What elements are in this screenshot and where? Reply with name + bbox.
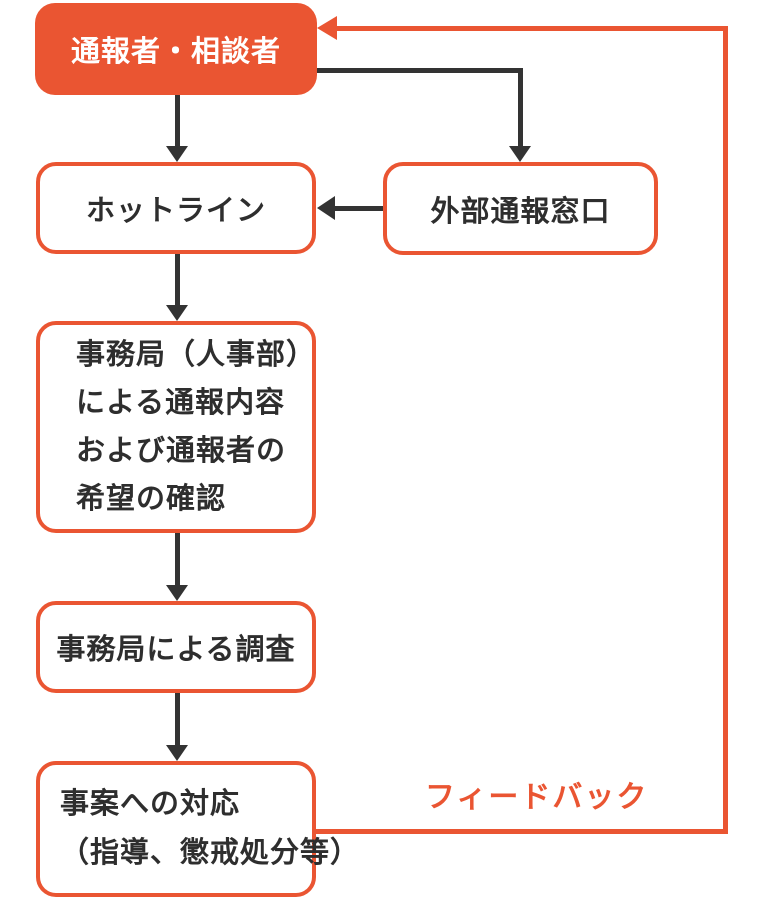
- arrow-secretariat-to-investigation-shaft: [175, 533, 180, 585]
- arrow-external-to-hotline-shaft: [334, 206, 383, 211]
- arrow-reporter-to-external-hshaft: [317, 68, 523, 73]
- arrow-reporter-to-external-head-icon: [509, 146, 531, 162]
- arrow-reporter-to-hotline-head-icon: [166, 146, 188, 162]
- node-secretariat-check-line1: 事務局（人事部）: [76, 339, 317, 371]
- node-investigation-label: 事務局による調査: [56, 634, 296, 666]
- node-secretariat-check: 事務局（人事部） による通報内容 および通報者の 希望の確認: [36, 321, 316, 533]
- node-external-contact-label: 外部通報窓口: [430, 195, 611, 228]
- feedback-loop-right-shaft: [723, 26, 728, 834]
- feedback-loop-top-shaft: [335, 26, 728, 31]
- feedback-loop-bottom-shaft: [313, 829, 728, 834]
- feedback-loop-head-icon: [317, 16, 337, 40]
- node-hotline: ホットライン: [36, 162, 316, 254]
- node-case-response: 事案への対応 （指導、懲戒処分等）: [36, 761, 359, 897]
- arrow-investigation-to-response-head-icon: [166, 745, 188, 761]
- feedback-label: フィードバック: [425, 781, 649, 814]
- arrow-secretariat-to-investigation-head-icon: [166, 585, 188, 601]
- node-investigation: 事務局による調査: [36, 601, 316, 693]
- arrow-investigation-to-response-shaft: [175, 693, 180, 745]
- node-case-response-line2: （指導、懲戒処分等）: [60, 837, 361, 869]
- node-reporter-label: 通報者・相談者: [70, 36, 281, 68]
- node-external-contact: 外部通報窓口: [383, 162, 658, 255]
- node-reporter: 通報者・相談者: [35, 3, 317, 95]
- arrow-reporter-to-external-vshaft: [518, 68, 523, 146]
- node-case-response-line1: 事案への対応: [60, 788, 241, 820]
- node-secretariat-check-line4: 希望の確認: [76, 483, 227, 515]
- node-secretariat-check-line3: および通報者の: [76, 435, 287, 467]
- arrow-external-to-hotline-head-icon: [317, 196, 335, 220]
- arrow-hotline-to-secretariat-head-icon: [166, 305, 188, 321]
- node-hotline-label: ホットライン: [85, 195, 266, 227]
- arrow-reporter-to-hotline-shaft: [175, 95, 180, 146]
- arrow-hotline-to-secretariat-shaft: [175, 254, 180, 305]
- node-secretariat-check-line2: による通報内容: [76, 387, 286, 419]
